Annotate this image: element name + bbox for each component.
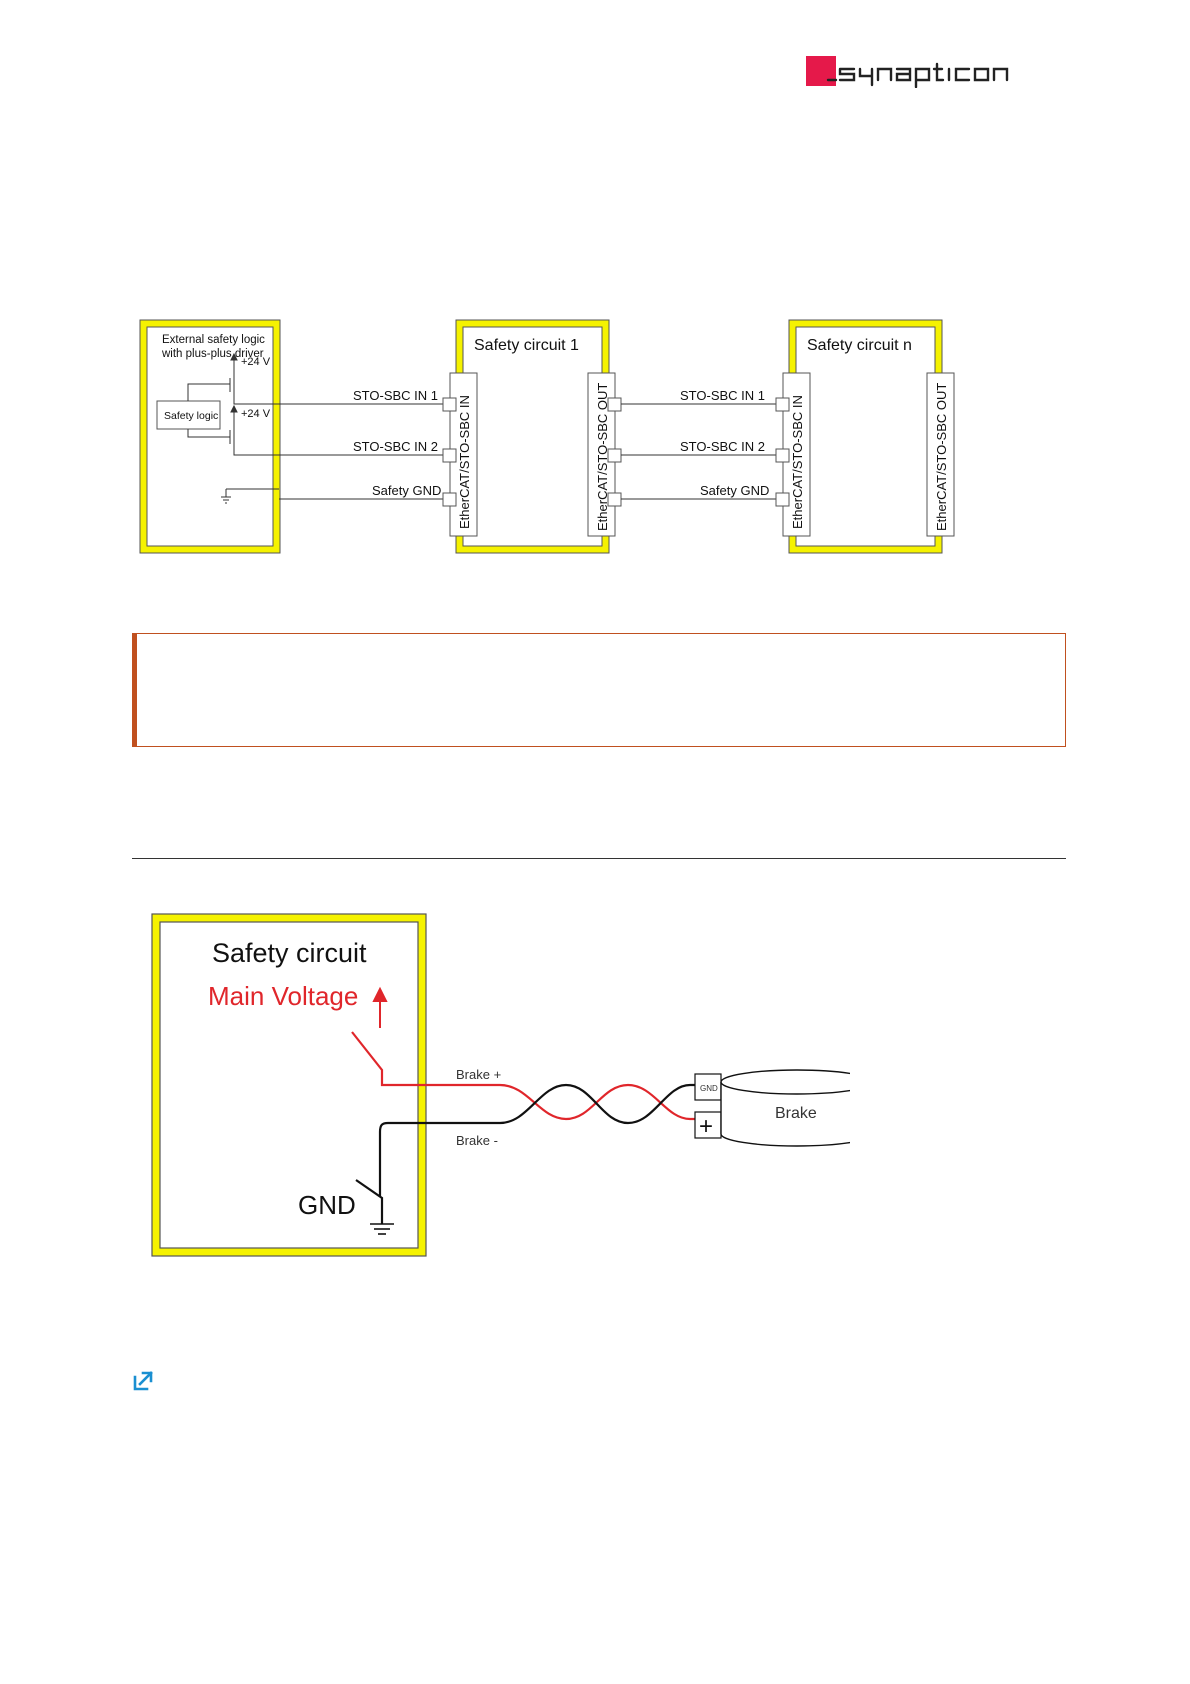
c1-in-connector-label: EtherCAT/STO-SBC IN [457, 395, 472, 529]
c1-pin-in1 [442, 397, 457, 412]
c1-title: Safety circuit 1 [474, 337, 579, 354]
cn-pin-in2 [775, 448, 790, 463]
ground-icon [370, 1223, 394, 1235]
safety-circuit-1: Safety circuit 1 EtherCAT/STO-SBC IN Eth… [442, 319, 622, 554]
brake-plus-label: Brake + [456, 1067, 501, 1082]
cn-pin-gnd [775, 492, 790, 507]
external-safety-logic-box: External safety logic with plus-plus dri… [139, 319, 281, 554]
main-voltage-label: Main Voltage [208, 981, 358, 1011]
safety-circuit-box [151, 913, 427, 1257]
c1-pin-gnd [442, 492, 457, 507]
cn-out-connector [926, 372, 955, 537]
external-link-icon[interactable] [132, 1370, 154, 1392]
v24-label-1: +24 V [241, 356, 271, 368]
brake-minus-label: Brake - [456, 1133, 498, 1148]
plus-terminal-label: + [699, 1113, 713, 1140]
safety-circuit-n: Safety circuit n EtherCAT/STO-SBC IN Eth… [775, 319, 955, 554]
c1-pin-outgnd [607, 492, 622, 507]
synapticon-logo [806, 56, 1009, 88]
c1-pin-in2 [442, 448, 457, 463]
plus-terminal [694, 1111, 722, 1139]
driver-2 [187, 404, 279, 456]
logo-wordmark [826, 62, 1009, 88]
wires-c1-to-cn [621, 403, 776, 500]
cn-in1-label: STO-SBC IN 1 [680, 388, 765, 403]
safety-logic-label: Safety logic [164, 410, 218, 422]
cn-in-connector-label: EtherCAT/STO-SBC IN [790, 395, 805, 529]
gnd-label: GND [298, 1190, 356, 1220]
c1-pin-out2 [607, 448, 622, 463]
gnd-terminal-label: GND [700, 1084, 718, 1093]
safety-logic-block [156, 400, 221, 430]
driver-1 [187, 352, 279, 405]
brake-wiring-diagram: Safety circuit Main Voltage GND Brake + … [151, 913, 850, 1257]
v24-label-2: +24 V [241, 408, 271, 420]
note-box [132, 633, 1066, 747]
safety-chain-diagram: External safety logic with plus-plus dri… [139, 319, 955, 554]
brake-cylinder [720, 1069, 850, 1147]
cn-title: Safety circuit n [807, 337, 912, 354]
safety-circuit-title: Safety circuit [212, 938, 367, 968]
cn-pin-in1 [775, 397, 790, 412]
c1-pin-out1 [607, 397, 622, 412]
cn-gnd-label: Safety GND [700, 483, 769, 498]
cn-in2-label: STO-SBC IN 2 [680, 439, 765, 454]
c1-in1-label: STO-SBC IN 1 [353, 388, 438, 403]
ext-title-line2: with plus-plus driver [161, 348, 264, 360]
ground-icon [221, 488, 279, 504]
brake-label: Brake [775, 1105, 817, 1122]
c1-in2-label: STO-SBC IN 2 [353, 439, 438, 454]
main-voltage-arrow [372, 986, 388, 1028]
ext-title-line1: External safety logic [162, 334, 265, 346]
logo-mark [806, 56, 836, 86]
wires-ext-to-c1 [279, 403, 443, 500]
cn-out-connector-label: EtherCAT/STO-SBC OUT [934, 383, 949, 531]
section-divider [132, 858, 1066, 859]
c1-out-connector-label: EtherCAT/STO-SBC OUT [595, 383, 610, 531]
brake-minus-wire [355, 1083, 695, 1224]
c1-gnd-label: Safety GND [372, 483, 441, 498]
